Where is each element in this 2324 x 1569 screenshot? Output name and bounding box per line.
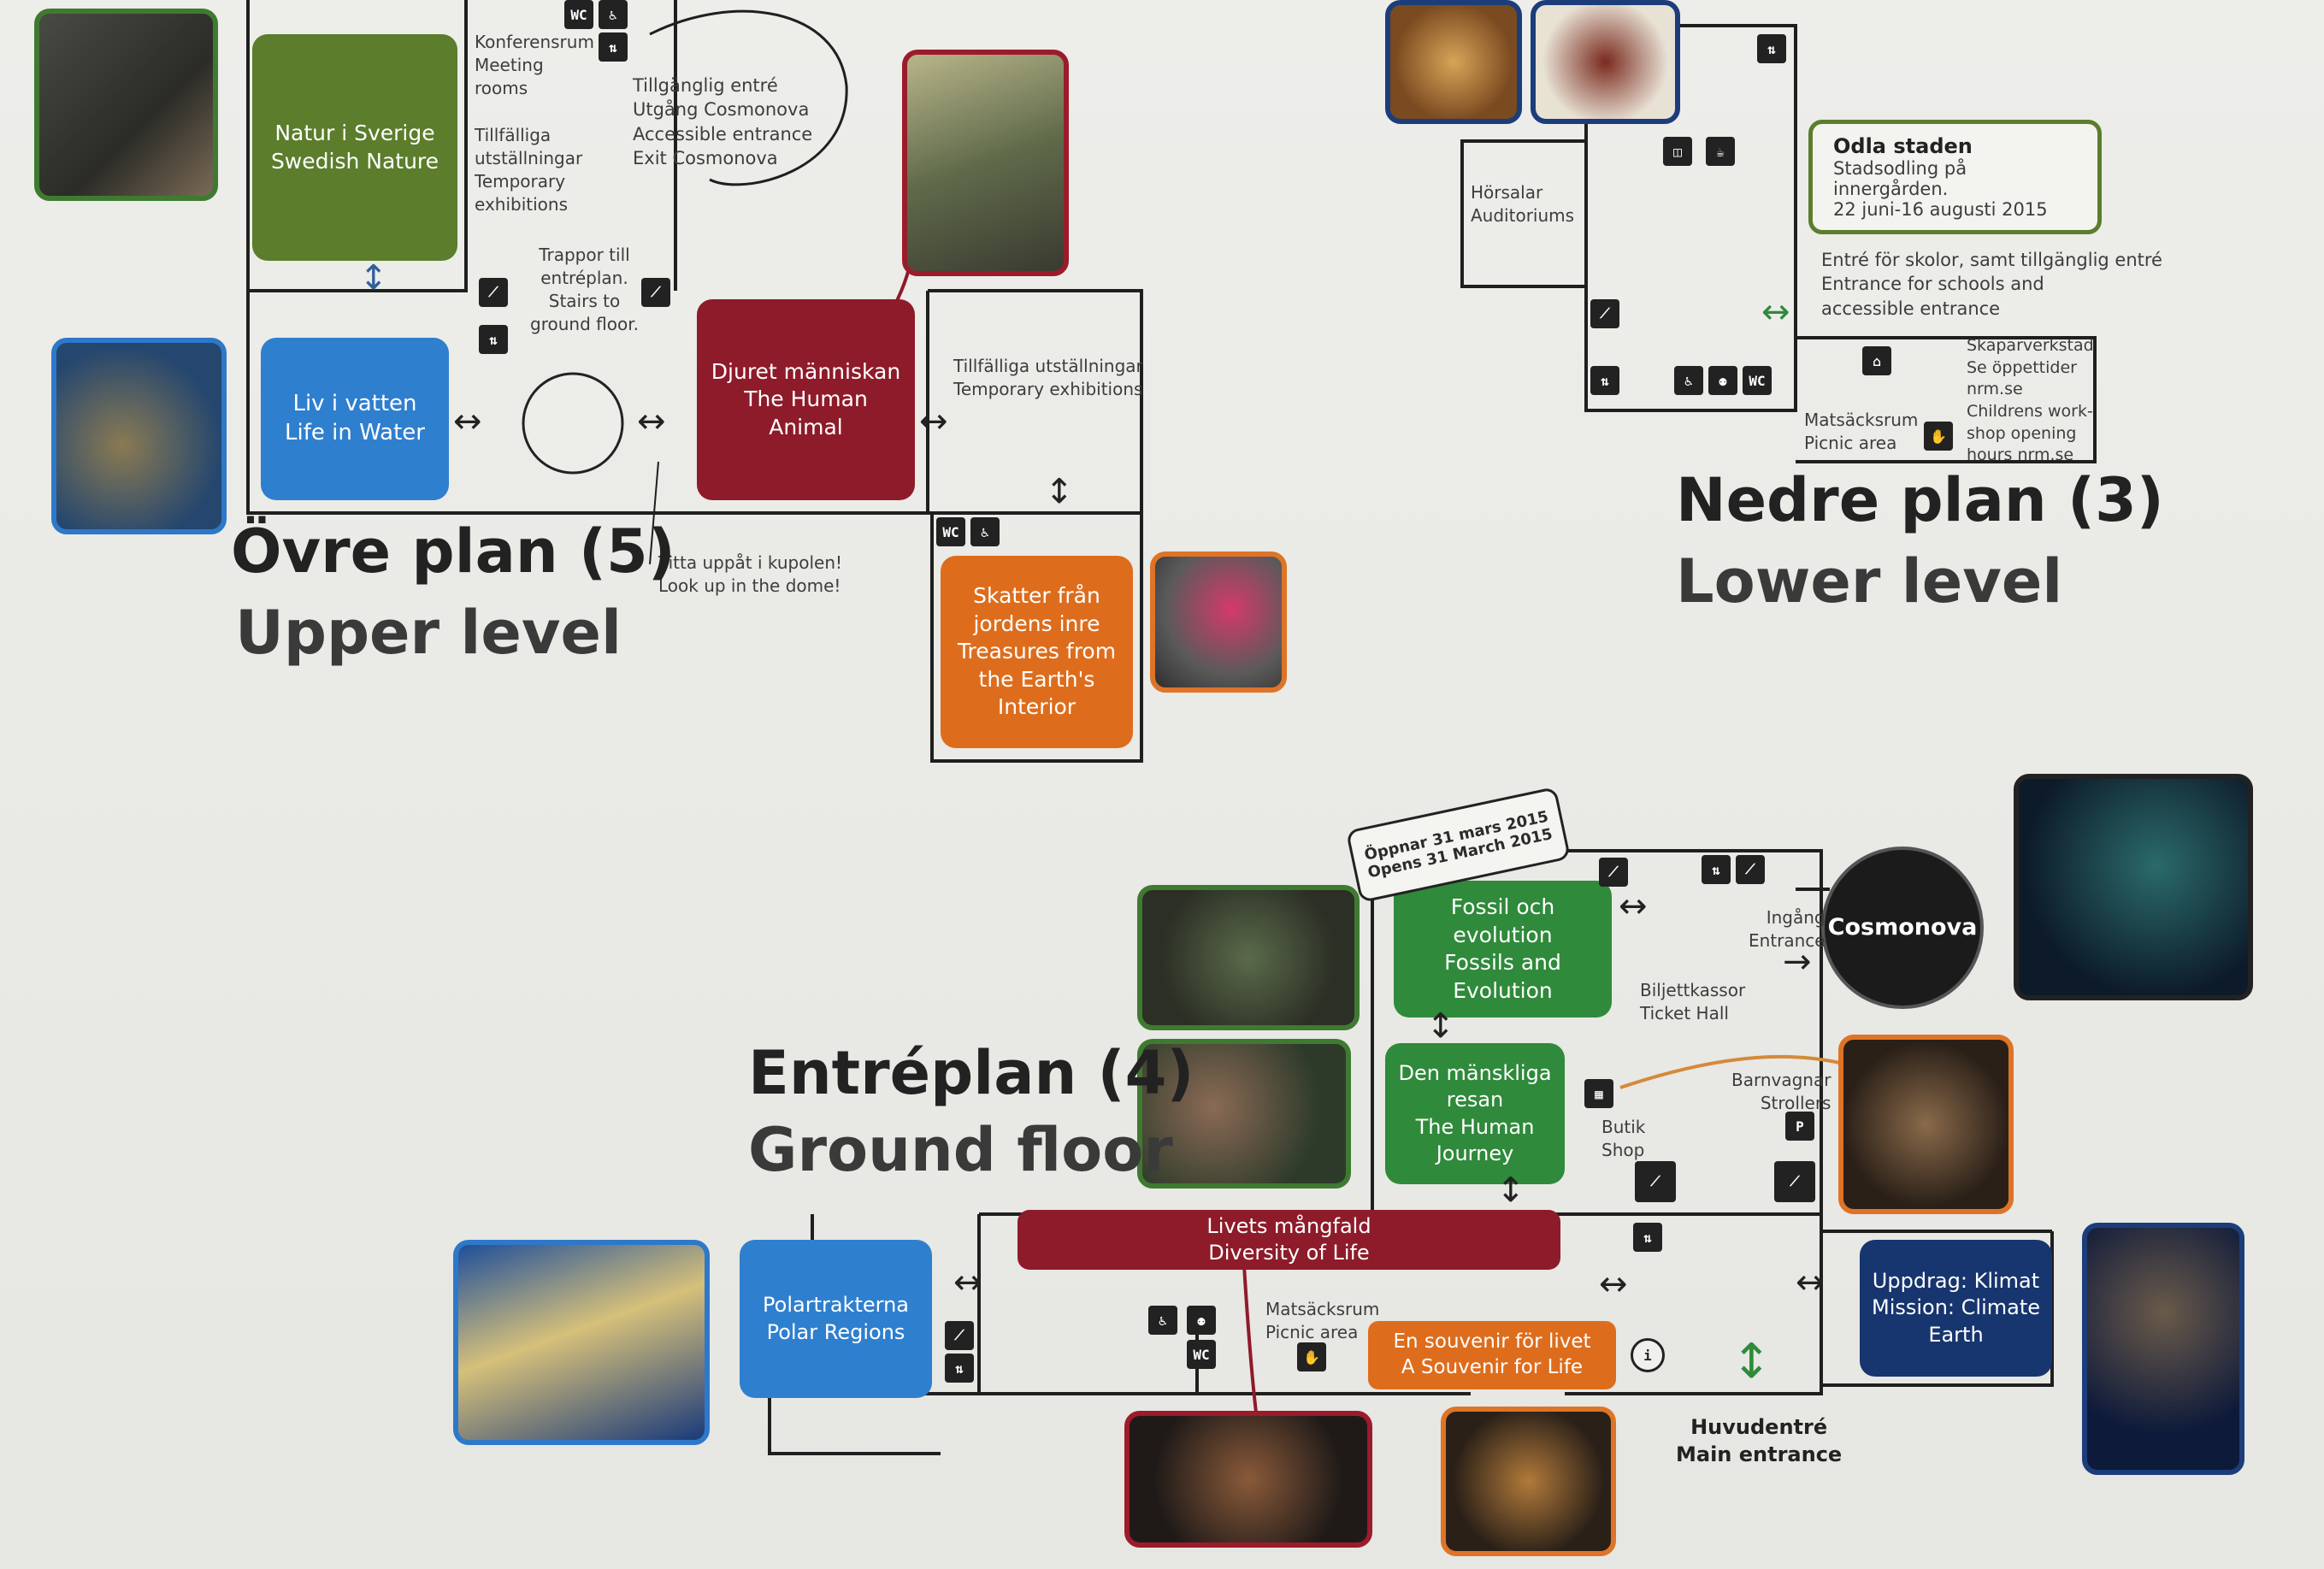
lift-icon: ⇅	[1590, 366, 1619, 395]
wc-icon: WC	[1187, 1340, 1216, 1369]
accessible-icon: ♿	[599, 0, 628, 29]
barnvagnar-label: Barnvagnar Strollers	[1731, 1070, 1831, 1113]
double-arrow-icon: ↔	[453, 402, 482, 441]
double-arrow-icon: ↔	[1761, 292, 1790, 332]
aurora-photo	[2014, 774, 2253, 1000]
double-arrow-icon: ↔	[919, 402, 948, 441]
main-entrance-arrow-icon: ↕	[1731, 1334, 1772, 1389]
picnic-icon: ✋	[1297, 1342, 1326, 1371]
djuret-manniskan-box: Djuret människan The Human Animal	[697, 299, 915, 500]
tillganglig-entre-label: Tillgänglig entré Utgång Cosmonova Acces…	[633, 75, 813, 169]
lift-icon: ⇅	[1702, 855, 1731, 884]
double-arrow-icon: ↔	[637, 402, 666, 441]
whale-skeleton-photo	[453, 1240, 710, 1445]
skatter-box: Skatter från jordens inre Treasures from…	[941, 556, 1133, 748]
lower-level-title-en: Lower level	[1676, 546, 2063, 616]
tillfalliga-utstallningar-label: Tillfälliga utställningar Temporary exhi…	[953, 356, 1143, 399]
cow-photo	[1124, 1411, 1372, 1548]
tiger-photo	[1441, 1407, 1616, 1556]
titta-uppat-label: Titta uppåt i kupolen! Look up in the do…	[658, 552, 843, 596]
wolf-photo	[34, 9, 218, 201]
upper-level-title-en: Upper level	[235, 598, 622, 668]
odla-staden-callout: Odla staden Stadsodling på innergården. …	[1808, 120, 2102, 234]
picnic-icon: ✋	[1924, 422, 1953, 451]
right-arrow-icon: →	[1783, 942, 1812, 982]
baby-change-icon: ⚉	[1708, 366, 1737, 395]
sunfish-photo	[51, 338, 227, 534]
vertical-arrow-icon: ↕	[1045, 472, 1074, 511]
human-journey-box: Den mänskliga resan The Human Journey	[1385, 1043, 1565, 1184]
tillfalliga-label: Tillfälliga utställningar Temporary exhi…	[475, 125, 583, 215]
konferensrum-label: Konferensrum Meeting rooms	[475, 32, 594, 98]
cosmonova-circle: Cosmonova	[1821, 846, 1984, 1009]
double-arrow-icon: ↔	[1599, 1265, 1628, 1304]
gift-shop-icon: ▦	[1584, 1079, 1613, 1108]
fossil-photo	[1137, 885, 1360, 1030]
natur-i-sverige-box: Natur i Sverige Swedish Nature	[252, 34, 457, 261]
souvenir-box: En souvenir för livet A Souvenir for Lif…	[1368, 1321, 1616, 1389]
strollers-photo	[1838, 1035, 2014, 1214]
minerals-photo	[1150, 552, 1287, 693]
odla-staden-subtitle: Stadsodling på innergården. 22 juni-16 a…	[1833, 158, 2048, 220]
wc-icon: WC	[936, 517, 965, 546]
vertical-arrow-icon: ↕	[359, 258, 388, 298]
stairs-icon: ⟋	[1736, 855, 1765, 884]
cafe-icon: ☕	[1706, 137, 1735, 166]
ingang-label: Ingång Entrance	[1749, 907, 1826, 951]
matsacksrum-ground-label: Matsäcksrum Picnic area	[1265, 1299, 1380, 1342]
meatballs-photo	[1531, 0, 1680, 124]
lower-level-title-sv: Nedre plan (3)	[1676, 465, 2164, 535]
horsalar-label: Hörsalar Auditoriums	[1471, 182, 1575, 226]
stairs-icon: ⟋	[1590, 299, 1619, 328]
lift-icon: ⇅	[1757, 34, 1786, 63]
climate-photo	[2082, 1223, 2244, 1475]
matsacksrum-lower-label: Matsäcksrum Picnic area	[1804, 410, 1919, 453]
accessible-icon: ♿	[1674, 366, 1703, 395]
human-animal-photo	[902, 50, 1069, 276]
entre-skolor-label: Entré för skolor, samt tillgänglig entré…	[1821, 250, 2162, 319]
lift-icon: ⇅	[479, 325, 508, 354]
stairs-icon: ⟋	[945, 1321, 974, 1350]
skaparverkstad-label: Skaparverkstad Se öppettider nrm.se Chil…	[1967, 336, 2094, 465]
mission-climate-box: Uppdrag: Klimat Mission: Climate Earth	[1860, 1240, 2052, 1377]
lift-icon: ⇅	[945, 1354, 974, 1383]
lift-icon: ⇅	[599, 32, 628, 62]
trappor-label: Trappor till entréplan. Stairs to ground…	[530, 245, 639, 334]
lift-icon: ⇅	[1633, 1223, 1662, 1252]
biljettkassor-label: Biljettkassor Ticket Hall	[1640, 980, 1746, 1023]
main-entrance-label: Huvudentré Main entrance	[1676, 1415, 1843, 1467]
diversity-of-life-box: Livets mångfald Diversity of Life	[1017, 1210, 1560, 1270]
stairs-icon: ⟋	[1599, 858, 1628, 887]
polar-regions-box: Polartrakterna Polar Regions	[740, 1240, 932, 1398]
vertical-arrow-icon: ↕	[1496, 1171, 1525, 1210]
stairs-icon: ⟋	[641, 278, 670, 307]
restaurant-icon: ◫	[1663, 137, 1692, 166]
wc-icon: WC	[1743, 366, 1772, 395]
fossil-evolution-box: Fossil och evolution Fossils and Evoluti…	[1394, 881, 1612, 1017]
accessible-icon: ♿	[970, 517, 1000, 546]
hominid-photo	[1137, 1039, 1351, 1189]
pastry-photo	[1385, 0, 1522, 124]
stairs-icon: ⟋	[1635, 1161, 1676, 1202]
accessible-icon: ♿	[1148, 1306, 1177, 1335]
double-arrow-icon: ↔	[1619, 887, 1648, 926]
upper-level-title-sv: Övre plan (5)	[231, 516, 675, 587]
double-arrow-icon: ↔	[1796, 1263, 1825, 1302]
stairs-icon: ⟋	[1774, 1161, 1815, 1202]
vertical-arrow-icon: ↕	[1426, 1006, 1455, 1046]
ground-floor-title-sv: Entréplan (4)	[748, 1038, 1194, 1108]
odla-staden-title: Odla staden	[1833, 134, 1973, 158]
info-icon: i	[1631, 1338, 1665, 1372]
parking-icon: P	[1785, 1112, 1814, 1141]
wc-icon: WC	[564, 0, 593, 29]
ground-floor-title-en: Ground floor	[748, 1115, 1173, 1185]
stairs-icon: ⟋	[479, 278, 508, 307]
butik-label: Butik Shop	[1601, 1117, 1646, 1160]
baby-change-icon: ⚉	[1187, 1306, 1216, 1335]
coat-hanger-icon: ⌂	[1862, 346, 1891, 375]
liv-i-vatten-box: Liv i vatten Life in Water	[261, 338, 449, 500]
double-arrow-icon: ↔	[953, 1263, 982, 1302]
